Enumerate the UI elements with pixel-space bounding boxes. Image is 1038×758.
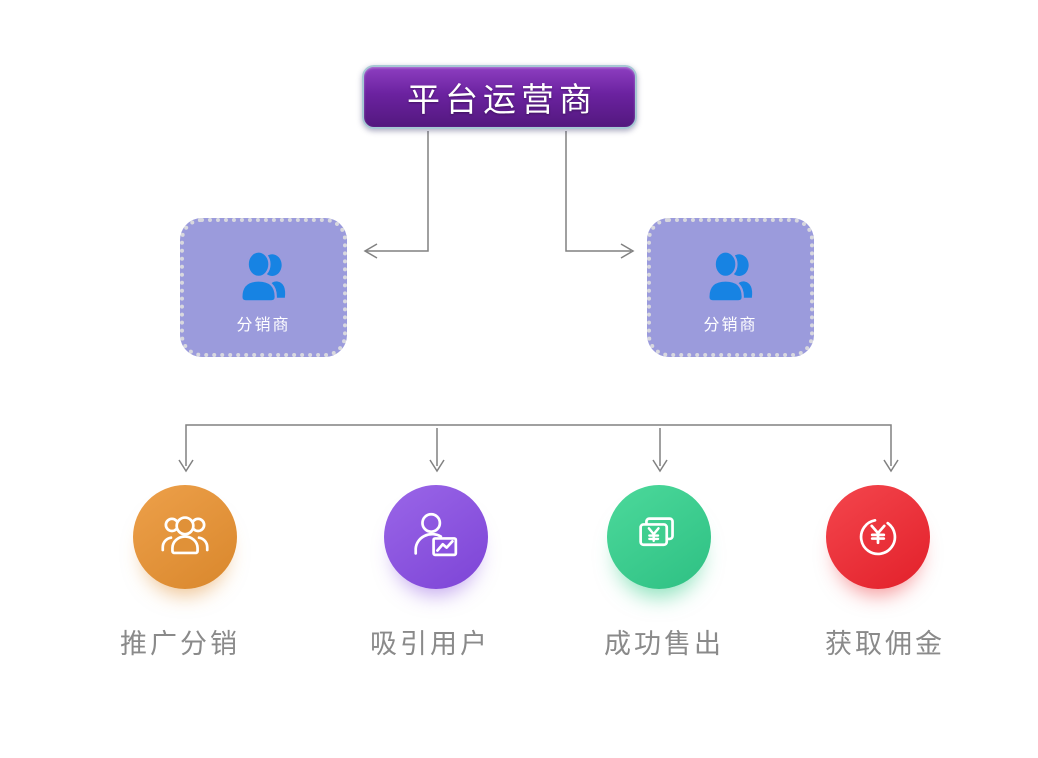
distributor-label: 分销商: [703, 316, 758, 334]
banknotes-icon: [639, 517, 674, 547]
arrowhead-right-icon: [620, 243, 635, 259]
group-icon: [161, 516, 209, 555]
arrowhead-left-icon: [363, 243, 378, 259]
users-icon: [239, 249, 285, 303]
arrow-root-to-left-distributor: [366, 131, 429, 252]
arrowhead-down-2-icon: [429, 459, 445, 473]
step-label-sell: 成功售出: [604, 629, 724, 659]
step-label-attract: 吸引用户: [370, 629, 490, 659]
step-label-promote: 推广分销: [120, 629, 240, 659]
step-circle-promote: [133, 485, 237, 589]
distributor-label: 分销商: [236, 316, 291, 334]
user-chart-icon: [414, 512, 458, 557]
users-icon: [706, 249, 752, 303]
arrow-root-to-right-distributor: [565, 131, 631, 252]
arrowhead-down-3-icon: [652, 459, 668, 473]
step-circle-attract: [384, 485, 488, 589]
rake-line: [185, 424, 892, 466]
platform-operator-node: 平台运营商: [362, 65, 637, 129]
step-circle-commission: [826, 485, 930, 589]
coin-yen-icon: [859, 518, 897, 556]
arrowhead-down-1-icon: [178, 459, 194, 473]
distributor-node-right: 分销商: [647, 218, 814, 357]
arrowhead-down-4-icon: [883, 459, 899, 473]
distributor-node-left: 分销商: [180, 218, 347, 357]
step-circle-sell: [607, 485, 711, 589]
platform-operator-label: 平台运营商: [407, 83, 597, 119]
step-label-commission: 获取佣金: [825, 629, 945, 659]
